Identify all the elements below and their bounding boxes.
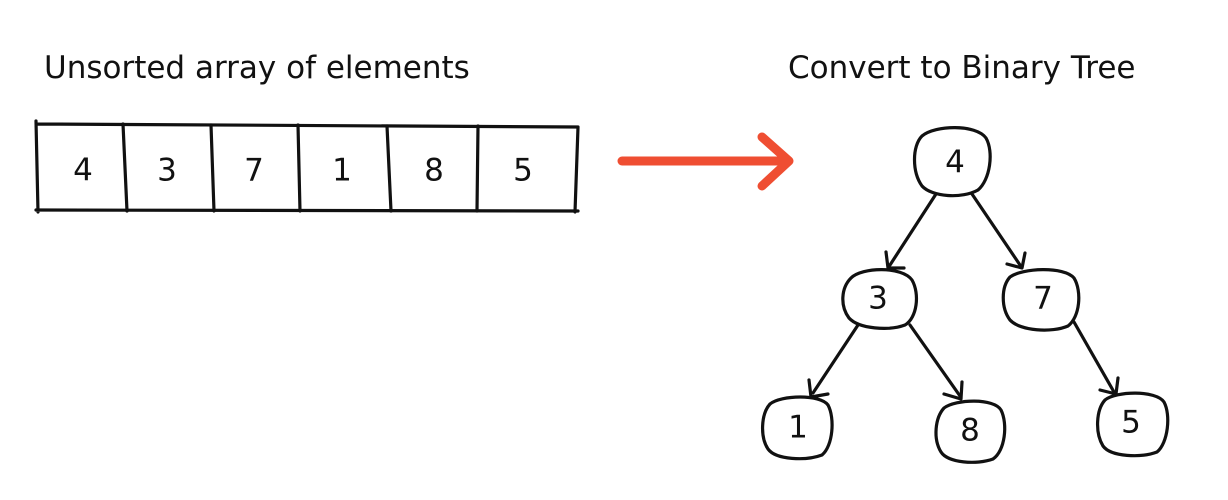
tree-node-value: 5 [1121,405,1141,441]
array-cell-value: 3 [157,153,177,189]
conversion-arrow [617,132,794,191]
tree-node-value: 8 [960,413,980,449]
tree-node-value: 3 [868,281,888,317]
array-cell-value: 1 [332,153,352,189]
tree-edge [970,192,1027,270]
array-box: 4 3 7 1 8 5 [34,119,580,214]
array-divider [121,122,129,213]
tree-node-value: 4 [945,145,965,181]
tree-node: 3 [841,268,919,330]
array-title: Unsorted array of elements [44,50,470,86]
tree-node: 7 [1001,268,1081,332]
tree-node: 8 [934,399,1007,464]
array-divider [385,124,393,213]
tree-edge [1072,320,1120,396]
array-divider [475,124,480,213]
tree-node-value: 7 [1033,281,1053,317]
array-outline [34,119,580,214]
tree-edge [884,192,938,270]
tree-node: 4 [912,126,992,198]
tree-node-value: 1 [788,410,808,446]
tree-edge [908,323,964,401]
array-cell-value: 8 [424,153,444,189]
tree-node: 5 [1096,391,1170,458]
array-cell-value: 7 [244,153,264,189]
array-cell-value: 4 [73,153,93,189]
arrow-head [757,132,794,191]
tree-edge [807,323,860,399]
tree-title: Convert to Binary Tree [788,50,1136,86]
tree-node: 1 [761,395,834,461]
array-divider [209,123,216,213]
array-divider [296,123,302,213]
array-cell-value: 5 [513,153,533,189]
